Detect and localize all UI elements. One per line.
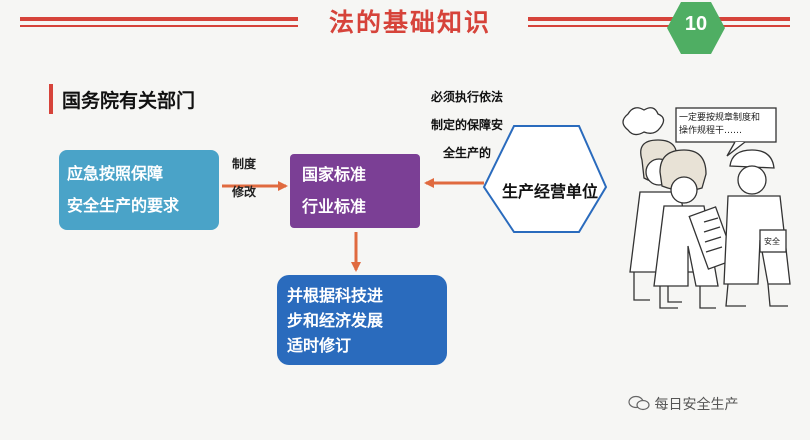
header-rule-left	[20, 17, 298, 21]
emergency-requirement-line2: 安全生产的要求	[67, 196, 180, 215]
slide-title: 法的基础知识	[328, 8, 491, 37]
enterprise-label: 生产经营单位	[501, 182, 598, 201]
header-rule-left-thin	[20, 25, 298, 27]
speech-line2: 操作规程干……	[679, 126, 743, 136]
watermark: 每日安全生产	[628, 394, 738, 414]
revision-line1: 并根据科技进	[287, 285, 384, 305]
page-number-badge: 10	[666, 0, 726, 58]
speech-bubble-text: 一定要按规章制度和 操作规程干……	[679, 112, 775, 138]
wechat-icon	[628, 395, 654, 413]
emergency-requirement-line1: 应急按照保障	[67, 164, 164, 183]
revision-line3: 适时修订	[287, 335, 352, 355]
standards-box: 国家标准 行业标准	[290, 154, 420, 228]
watermark-text: 每日安全生产	[654, 397, 739, 413]
workers-illustration	[622, 107, 791, 309]
requirement-line3: 全生产的	[442, 146, 491, 160]
book-label: 安全	[764, 237, 780, 246]
industry-standard-label: 行业标准	[302, 197, 367, 216]
revision-line2: 步和经济发展	[287, 310, 384, 330]
arrow-label-line1: 制度	[232, 157, 257, 171]
speech-line1: 一定要按规章制度和	[679, 113, 761, 123]
requirement-line1: 必须执行依法	[430, 90, 503, 104]
section-title: 国务院有关部门	[62, 90, 196, 112]
arrow-label: 制度 修改	[232, 150, 256, 206]
enterprise-hexagon	[482, 125, 608, 233]
arrow-label-line2: 修改	[232, 185, 257, 199]
national-standard-label: 国家标准	[302, 165, 367, 184]
requirement-text: 必须执行依法 制定的保障安 全生产的	[412, 83, 522, 167]
header-rule-right	[528, 17, 790, 21]
revision-box: 并根据科技进 步和经济发展 适时修订	[277, 275, 447, 365]
page-number: 10	[684, 13, 708, 35]
hexagon-badge-icon	[667, 2, 725, 54]
header-rule-right-thin	[528, 25, 790, 27]
emergency-requirement-box: 应急按照保障 安全生产的要求	[59, 150, 219, 230]
requirement-line2: 制定的保障安	[430, 118, 503, 132]
section-marker	[49, 84, 53, 114]
